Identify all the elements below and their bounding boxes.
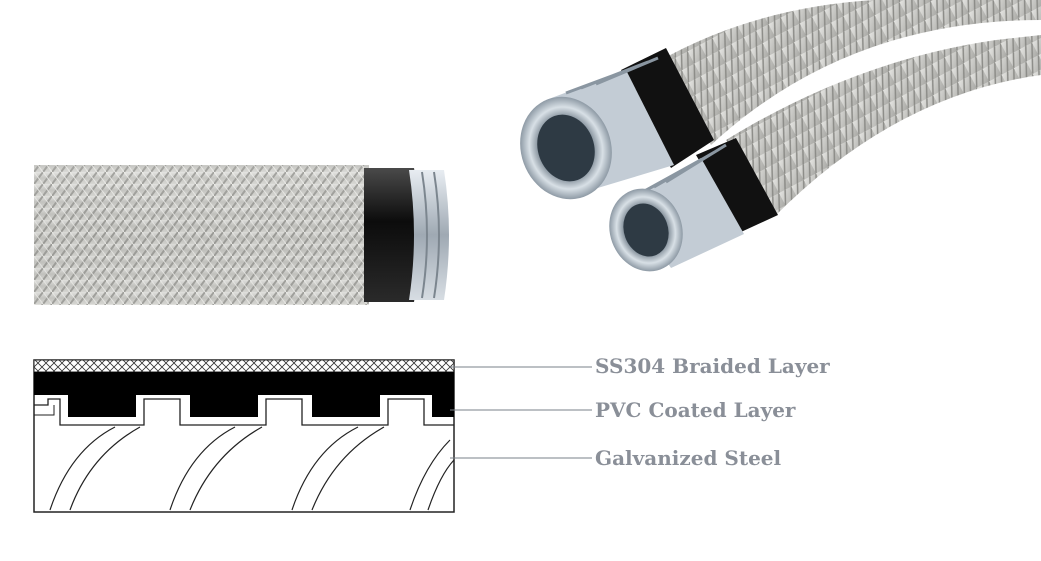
lower-hose-pvc <box>696 138 778 232</box>
galvanized-steel-label: Galvanized Steel <box>595 446 782 470</box>
steel-profile <box>34 398 454 426</box>
pvc-layer-band <box>34 372 454 417</box>
lower-hose-steel-end <box>609 143 744 272</box>
upper-hose-steel-end <box>520 56 674 200</box>
two-hose-ends-photo <box>520 0 1041 272</box>
pvc-section <box>364 168 420 302</box>
upper-hose-pvc <box>621 48 714 168</box>
braided-hose-side-photo <box>34 165 449 305</box>
lower-hose-braid <box>726 35 1041 215</box>
hose-cross-section-diagram <box>33 359 455 513</box>
label-leader-lines <box>450 366 592 459</box>
pvc-coated-layer-label: PVC Coated Layer <box>595 398 796 422</box>
steel-spiral-lines <box>49 426 455 511</box>
upper-hose-braid <box>661 0 1041 145</box>
steel-section <box>409 170 449 300</box>
braided-layer-band <box>33 359 455 373</box>
ss304-braided-layer-label: SS304 Braided Layer <box>595 354 830 378</box>
